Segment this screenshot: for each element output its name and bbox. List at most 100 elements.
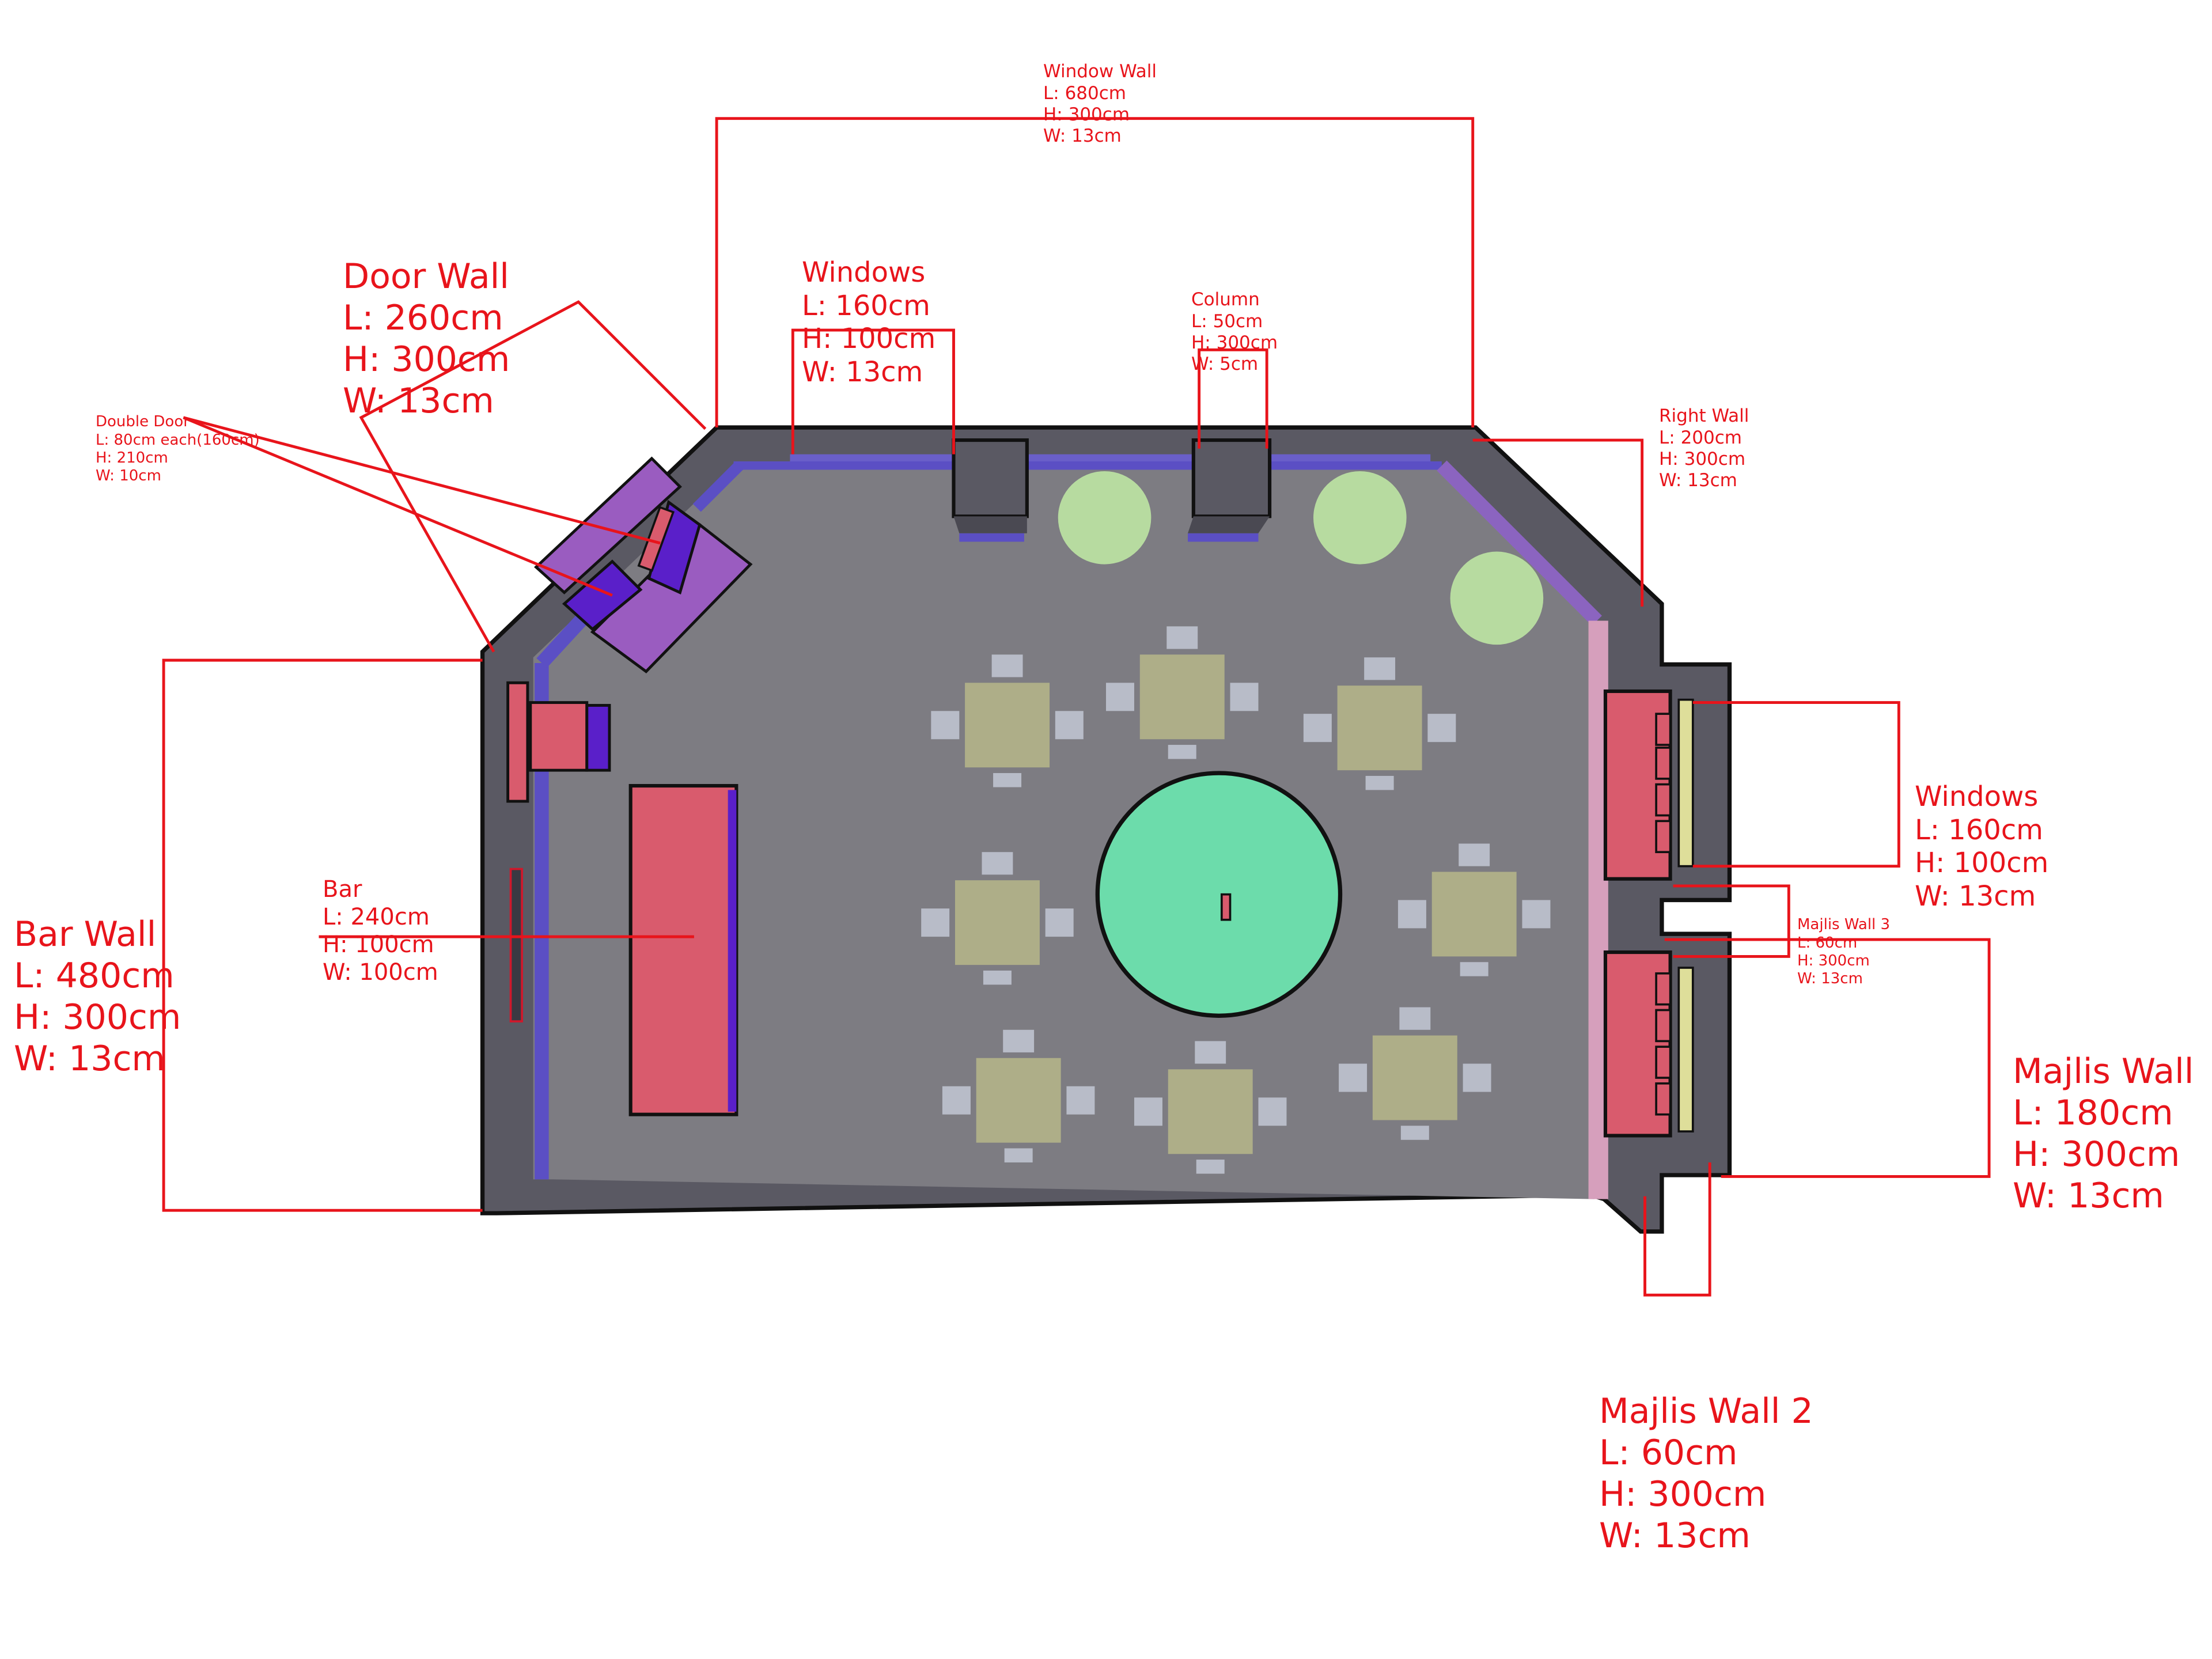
square-table <box>1372 1035 1457 1120</box>
chair <box>942 1086 971 1115</box>
chair <box>1066 1086 1095 1115</box>
square-table <box>1168 1069 1253 1154</box>
square-table <box>965 683 1050 768</box>
chair <box>1230 683 1259 711</box>
chair <box>1196 1160 1225 1174</box>
majlis-cushion <box>1655 972 1672 1006</box>
right-wall-bracket <box>1472 438 1644 607</box>
round-table <box>1095 771 1343 1018</box>
annotation-lines <box>162 117 1991 1297</box>
chair <box>1460 962 1488 976</box>
round-table-centerpiece <box>1220 893 1232 921</box>
double-door-leader-2 <box>183 416 613 597</box>
square-table <box>1139 654 1225 740</box>
table-group <box>921 626 1551 1174</box>
column-bracket <box>1198 348 1268 449</box>
majlis-wall-bracket <box>1664 938 1991 1178</box>
majlis-window-top <box>1677 698 1694 868</box>
chair <box>1166 626 1198 649</box>
chair <box>1004 1148 1033 1162</box>
chair <box>1399 1007 1431 1030</box>
majlis-cushion <box>1655 1009 1672 1043</box>
double-door-leader-1 <box>183 416 661 545</box>
chair <box>1106 683 1134 711</box>
column-left-shadow <box>953 516 1027 533</box>
windows-top-bracket <box>791 328 955 454</box>
chair <box>1055 711 1084 740</box>
chair <box>991 654 1023 677</box>
chair <box>1459 843 1490 866</box>
square-table <box>955 880 1040 965</box>
column-left-base <box>959 533 1024 542</box>
chair <box>1195 1041 1226 1064</box>
column-right-base <box>1188 533 1259 542</box>
chair <box>1045 908 1074 937</box>
chair <box>1522 900 1551 929</box>
chair <box>1397 900 1426 929</box>
majlis-wall-2-bracket <box>1643 1162 1711 1297</box>
inner-edge-diag-right <box>1437 460 1602 626</box>
chair <box>1365 775 1394 790</box>
column-left-block <box>952 438 1029 518</box>
chair <box>1364 657 1396 680</box>
bar-wall-bracket <box>162 658 483 1212</box>
chair <box>1400 1126 1429 1140</box>
door-handle-panel <box>637 506 675 572</box>
windows-right-bracket <box>1692 701 1900 868</box>
small-round-table-1 <box>1058 471 1152 565</box>
bar-counter-edge <box>728 790 737 1112</box>
chair <box>921 908 950 937</box>
majlis-cushion <box>1655 1046 1672 1079</box>
room-floor <box>533 465 1594 1199</box>
chair <box>983 970 1012 985</box>
majlis-cushion <box>1655 820 1672 854</box>
chair <box>1258 1097 1287 1126</box>
bar-counter <box>628 784 738 1116</box>
square-table <box>1337 685 1422 771</box>
inner-edge-diag-top <box>692 461 744 512</box>
chair <box>1427 714 1456 743</box>
chair <box>931 711 960 740</box>
square-table <box>1431 872 1517 957</box>
small-round-table-2 <box>1313 471 1407 565</box>
chair <box>993 773 1022 787</box>
bar-cabinet-side <box>585 704 611 772</box>
bar-cabinet <box>529 701 589 772</box>
chair <box>982 852 1013 875</box>
majlis-window-bottom <box>1677 967 1694 1132</box>
chair <box>1134 1097 1162 1126</box>
chair <box>1339 1063 1368 1092</box>
bar-wall-slot <box>509 868 523 1022</box>
square-table <box>976 1058 1061 1143</box>
window-wall-bracket <box>715 117 1475 428</box>
bar-shelf <box>506 681 529 803</box>
majlis-cushion <box>1655 747 1672 780</box>
chair <box>1168 745 1196 759</box>
chair <box>1003 1029 1035 1052</box>
column-right-shadow <box>1188 516 1270 533</box>
majlis-cushion <box>1655 1082 1672 1116</box>
majlis-cushion <box>1655 713 1672 746</box>
chair <box>1303 714 1332 743</box>
majlis-cushion <box>1655 783 1672 817</box>
column-right-block <box>1191 438 1272 518</box>
door-frame <box>533 456 682 594</box>
door-wall-bracket <box>359 300 707 653</box>
majlis-wall-3-bracket <box>1673 884 1790 958</box>
cushion-group <box>1655 713 1672 1116</box>
door-leaf-left <box>562 559 643 631</box>
small-round-table-3 <box>1450 551 1544 645</box>
